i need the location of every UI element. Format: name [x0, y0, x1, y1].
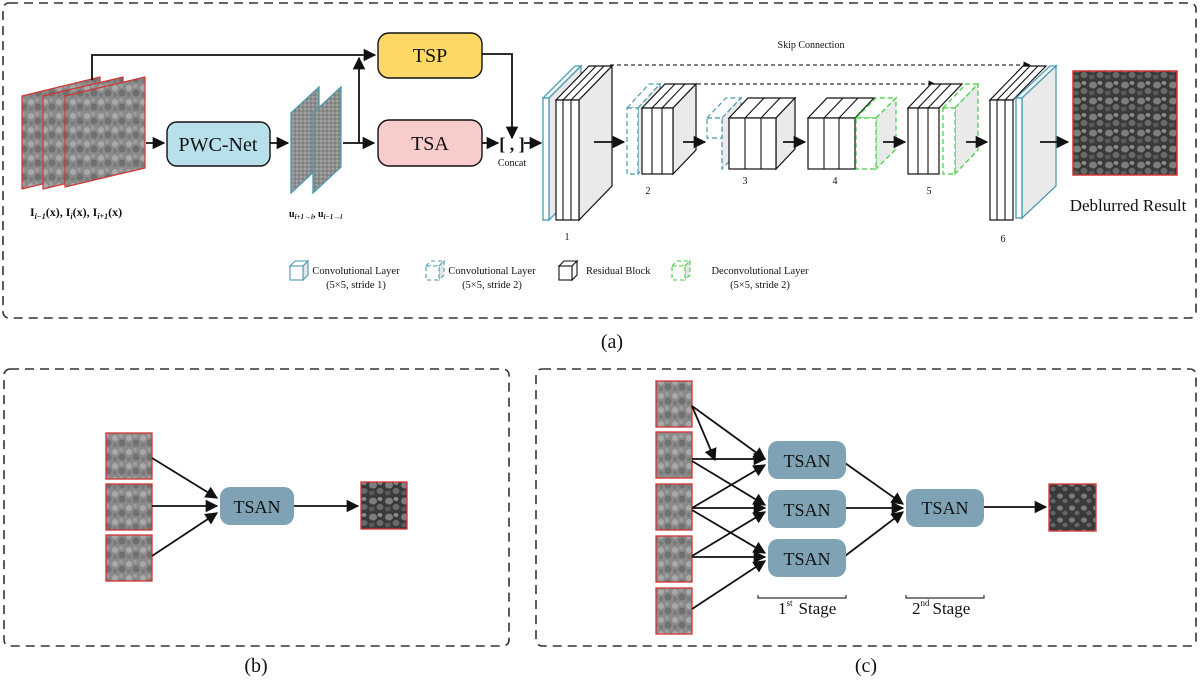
input-frames-label: Ii−1(x), Ii(x), Ii+1(x): [30, 205, 122, 221]
output-image-b: [360, 481, 408, 530]
tsan-box-stage1-top: TSAN: [768, 441, 846, 479]
svg-text:Residual Block: Residual Block: [586, 266, 651, 277]
deblurred-output-image: [1072, 70, 1178, 176]
svg-text:Convolutional Layer: Convolutional Layer: [448, 266, 536, 277]
block-2-label: 2: [646, 186, 651, 197]
skip-connection-label: Skip Connection: [778, 40, 845, 51]
tsan-label-c2: TSAN: [783, 500, 830, 520]
block-6-label: 6: [1001, 234, 1006, 245]
input-frame-3: [64, 76, 146, 188]
input-frame-c3: [655, 483, 693, 531]
tsan-label-c4: TSAN: [921, 498, 968, 518]
arrow-input-to-tsp: [91, 48, 377, 80]
block-6: 6: [988, 64, 1058, 245]
svg-text:(5×5, stride 2): (5×5, stride 2): [462, 280, 522, 291]
concat-symbol: [ , ]: [499, 134, 525, 154]
tsan-label-b: TSAN: [233, 497, 280, 517]
pwc-net-box: PWC-Net: [166, 121, 271, 167]
arrow-frame2-to-tsan-mid: [691, 460, 767, 506]
panel-c: [535, 368, 1197, 647]
block-2: 2: [625, 82, 698, 197]
legend-item-conv-stride1: Convolutional Layer (5×5, stride 1): [288, 259, 400, 291]
input-frames: [21, 76, 146, 190]
block-5: 5: [906, 82, 980, 197]
arrow-b1-to-tsan: [151, 457, 219, 499]
stage1-input-arrows: [691, 405, 717, 462]
legend-item-deconv: Deconvolutional Layer (5×5, stride 2): [670, 259, 809, 291]
legend-item-residual-block: Residual Block: [557, 259, 651, 282]
input-frame-b1: [105, 432, 153, 480]
input-frame-c5: [655, 587, 693, 635]
arrow-b3-to-tsan: [151, 512, 219, 557]
panel-a: Ii−1(x), Ii(x), Ii+1(x) PWC-Net ui+1→i, …: [2, 2, 1197, 319]
svg-text:Convolutional Layer: Convolutional Layer: [312, 266, 400, 277]
tsan-box-b: TSAN: [220, 487, 294, 525]
arrow-tsan-top-to-stage2: [844, 462, 905, 505]
tsp-box: TSP: [377, 32, 483, 79]
tsan-label-c1: TSAN: [783, 451, 830, 471]
panel-b: TSAN: [3, 368, 510, 647]
block-1: 1: [541, 64, 614, 243]
optical-flow-maps: [290, 85, 342, 195]
flow-label: ui+1→i, ui−1→i: [289, 209, 342, 221]
tsan-box-stage1-mid: TSAN: [768, 490, 846, 528]
svg-text:Deconvolutional Layer: Deconvolutional Layer: [711, 266, 809, 277]
caption-c: (c): [855, 655, 877, 677]
tsan-label-c3: TSAN: [783, 549, 830, 569]
panel-c-frame: [535, 368, 1197, 647]
arrow-frame1-to-tsan-top: [691, 405, 767, 460]
svg-text:(5×5, stride 1): (5×5, stride 1): [326, 280, 386, 291]
block-3-label: 3: [743, 176, 748, 187]
arrow-frame3-to-tsan-top: [691, 464, 767, 509]
tsa-label: TSA: [411, 133, 449, 155]
block-4-label: 4: [833, 176, 838, 187]
legend: Convolutional Layer (5×5, stride 1) Conv…: [288, 259, 809, 291]
tsp-label: TSP: [413, 45, 447, 67]
tsan-box-stage1-bot: TSAN: [768, 539, 846, 577]
legend-item-conv-stride2: Convolutional Layer (5×5, stride 2): [424, 259, 536, 291]
block-3: 3: [705, 96, 797, 187]
output-image-c: [1048, 483, 1097, 532]
svg-text:(5×5, stride 2): (5×5, stride 2): [730, 280, 790, 291]
input-frame-b2: [105, 483, 153, 531]
input-frame-c4: [655, 535, 693, 583]
deconv-cube-icon: [670, 259, 692, 282]
input-frame-c1: [655, 380, 693, 428]
block-1-label: 1: [565, 232, 570, 243]
input-frame-c2: [655, 431, 693, 479]
pwc-net-label: PWC-Net: [179, 134, 258, 156]
block-4: 4: [806, 96, 898, 187]
panel-a-frame: [2, 2, 1197, 319]
block-5-label: 5: [927, 186, 932, 197]
arrow-frame4-to-tsan-mid: [691, 511, 767, 557]
flow-map-2: [312, 85, 342, 195]
arrow-tsan-bot-to-stage2: [844, 511, 905, 557]
residual-block-cube-icon: [557, 259, 579, 282]
concat-label: Concat: [498, 158, 527, 169]
input-frame-b3: [105, 534, 153, 582]
deblurred-result-label: Deblurred Result: [1070, 196, 1187, 215]
tsan-box-stage2: TSAN: [906, 489, 984, 527]
caption-a: (a): [601, 331, 623, 353]
arrow-tsp-to-concat: [482, 53, 519, 140]
conv-stride2-cube-icon: [424, 259, 446, 282]
arrow-c1-tsan1: [691, 405, 717, 462]
caption-b: (b): [244, 655, 267, 677]
conv-stride1-cube-icon: [288, 259, 310, 282]
arrow-frame5-to-tsan-bot: [691, 560, 767, 610]
panel-b-frame: [3, 368, 510, 647]
arrow-frame3-to-tsan-bot: [691, 509, 767, 554]
